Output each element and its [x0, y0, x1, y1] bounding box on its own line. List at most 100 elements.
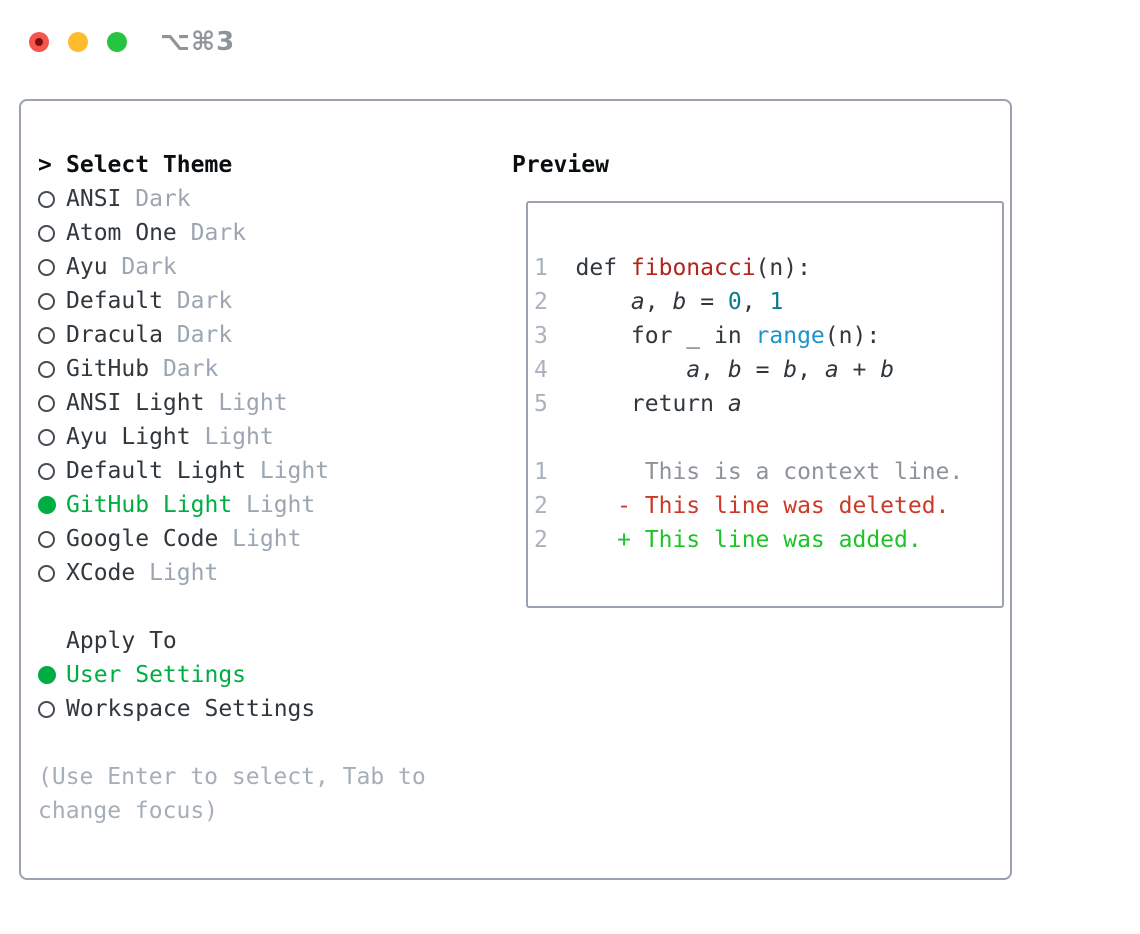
- option-tag: Light: [135, 560, 219, 586]
- code-line: 1 def fibonacci(n):: [534, 251, 994, 285]
- code-line: 2 a, b = 0, 1: [534, 285, 994, 319]
- code-line: 2 - This line was deleted.: [534, 489, 994, 523]
- option-label: ANSI Light: [66, 390, 205, 416]
- radio-icon: [38, 462, 55, 480]
- line-number: 5: [534, 391, 548, 417]
- theme-option-ansi-light[interactable]: ANSI Light Light: [38, 386, 493, 420]
- option-tag: Dark: [176, 220, 247, 246]
- line-content: def fibonacci(n):: [575, 255, 811, 281]
- theme-option-ayu[interactable]: Ayu Dark: [38, 250, 493, 284]
- option-tag: Dark: [107, 254, 177, 280]
- line-content: for _ in range(n):: [575, 323, 881, 349]
- theme-option-google-code[interactable]: Google Code Light: [38, 522, 493, 556]
- theme-option-dracula[interactable]: Dracula Dark: [38, 318, 493, 352]
- close-button[interactable]: [29, 32, 49, 52]
- line-content: return a: [575, 391, 742, 417]
- option-label: GitHub: [66, 356, 150, 382]
- option-label: Ayu Light: [66, 424, 191, 450]
- radio-icon: [38, 190, 55, 208]
- line-number: [534, 421, 548, 455]
- line-content: a, b = b, a + b: [686, 357, 895, 383]
- option-tag: Dark: [162, 322, 233, 348]
- radio-icon: [38, 258, 55, 276]
- theme-option-ayu-light[interactable]: Ayu Light Light: [38, 420, 493, 454]
- option-label: Dracula: [66, 322, 163, 348]
- theme-option-default-light[interactable]: Default Light Light: [38, 454, 493, 488]
- line-number: 1: [534, 255, 548, 281]
- line-number: 2: [534, 289, 548, 315]
- code-line: 3 for _ in range(n):: [534, 319, 994, 353]
- radio-icon: [38, 360, 55, 378]
- line-number: 3: [534, 323, 548, 349]
- option-tag: Dark: [162, 288, 233, 314]
- radio-selected-icon: [38, 496, 56, 514]
- radio-icon: [38, 428, 55, 446]
- option-tag: Light: [246, 458, 330, 484]
- select-theme-header: > Select Theme: [38, 148, 493, 182]
- line-number: 2: [534, 493, 548, 519]
- option-tag: Light: [190, 424, 274, 450]
- code-line: 1 This is a context line.: [534, 455, 994, 489]
- code-line: 5 return a: [534, 387, 994, 421]
- theme-option-github-light[interactable]: GitHub Light Light: [38, 488, 493, 522]
- option-label: Google Code: [66, 526, 219, 552]
- line-number: 4: [534, 357, 548, 383]
- code-line: [534, 421, 994, 455]
- option-tag: Dark: [121, 186, 191, 212]
- radio-icon: [38, 224, 55, 242]
- theme-option-default[interactable]: Default Dark: [38, 284, 493, 318]
- line-content: - This line was deleted.: [575, 493, 950, 519]
- option-label: GitHub Light: [66, 492, 233, 518]
- radio-icon: [38, 700, 55, 718]
- maximize-button[interactable]: [107, 32, 127, 52]
- option-label: Workspace Settings: [66, 696, 316, 722]
- option-label: Default Light: [66, 458, 247, 484]
- line-number: 1: [534, 459, 548, 485]
- option-label: XCode: [66, 560, 136, 586]
- minimize-button[interactable]: [68, 32, 88, 52]
- option-tag: Light: [232, 492, 316, 518]
- prompt-icon: >: [38, 152, 52, 178]
- option-label: Ayu: [66, 254, 108, 280]
- keyboard-hint: (Use Enter to select, Tab to change focu…: [38, 764, 426, 824]
- spacer: [38, 590, 493, 624]
- option-tag: Dark: [149, 356, 219, 382]
- radio-icon: [38, 564, 55, 582]
- apply-to-title: Apply To: [66, 628, 177, 654]
- option-label: Default: [66, 288, 163, 314]
- close-dot-icon: [35, 38, 43, 46]
- theme-option-atom-one[interactable]: Atom One Dark: [38, 216, 493, 250]
- select-theme-title: Select Theme: [66, 152, 233, 178]
- theme-option-ansi[interactable]: ANSI Dark: [38, 182, 493, 216]
- line-content: a, b = 0, 1: [630, 289, 784, 315]
- theme-option-github[interactable]: GitHub Dark: [38, 352, 493, 386]
- preview-title: Preview: [512, 152, 609, 178]
- option-label: User Settings: [66, 662, 247, 688]
- option-tag: Light: [204, 390, 288, 416]
- radio-selected-icon: [38, 666, 56, 684]
- radio-icon: [38, 394, 55, 412]
- radio-icon: [38, 326, 55, 344]
- radio-icon: [38, 530, 55, 548]
- code-line: 2 + This line was added.: [534, 523, 994, 557]
- option-label: ANSI: [66, 186, 122, 212]
- apply-option-user-settings[interactable]: User Settings: [38, 658, 493, 692]
- line-content: This is a context line.: [575, 459, 964, 485]
- option-label: Atom One: [66, 220, 177, 246]
- line-number: 2: [534, 527, 548, 553]
- window-shortcut-label: ⌥⌘3: [160, 27, 236, 57]
- theme-option-xcode[interactable]: XCode Light: [38, 556, 493, 590]
- code-line: 4 a, b = b, a + b: [534, 353, 994, 387]
- apply-to-header: Apply To: [38, 624, 493, 658]
- option-tag: Light: [218, 526, 302, 552]
- window-titlebar: ⌥⌘3: [29, 27, 235, 57]
- radio-icon: [38, 292, 55, 310]
- line-content: + This line was added.: [575, 527, 922, 553]
- apply-option-workspace-settings[interactable]: Workspace Settings: [38, 692, 493, 726]
